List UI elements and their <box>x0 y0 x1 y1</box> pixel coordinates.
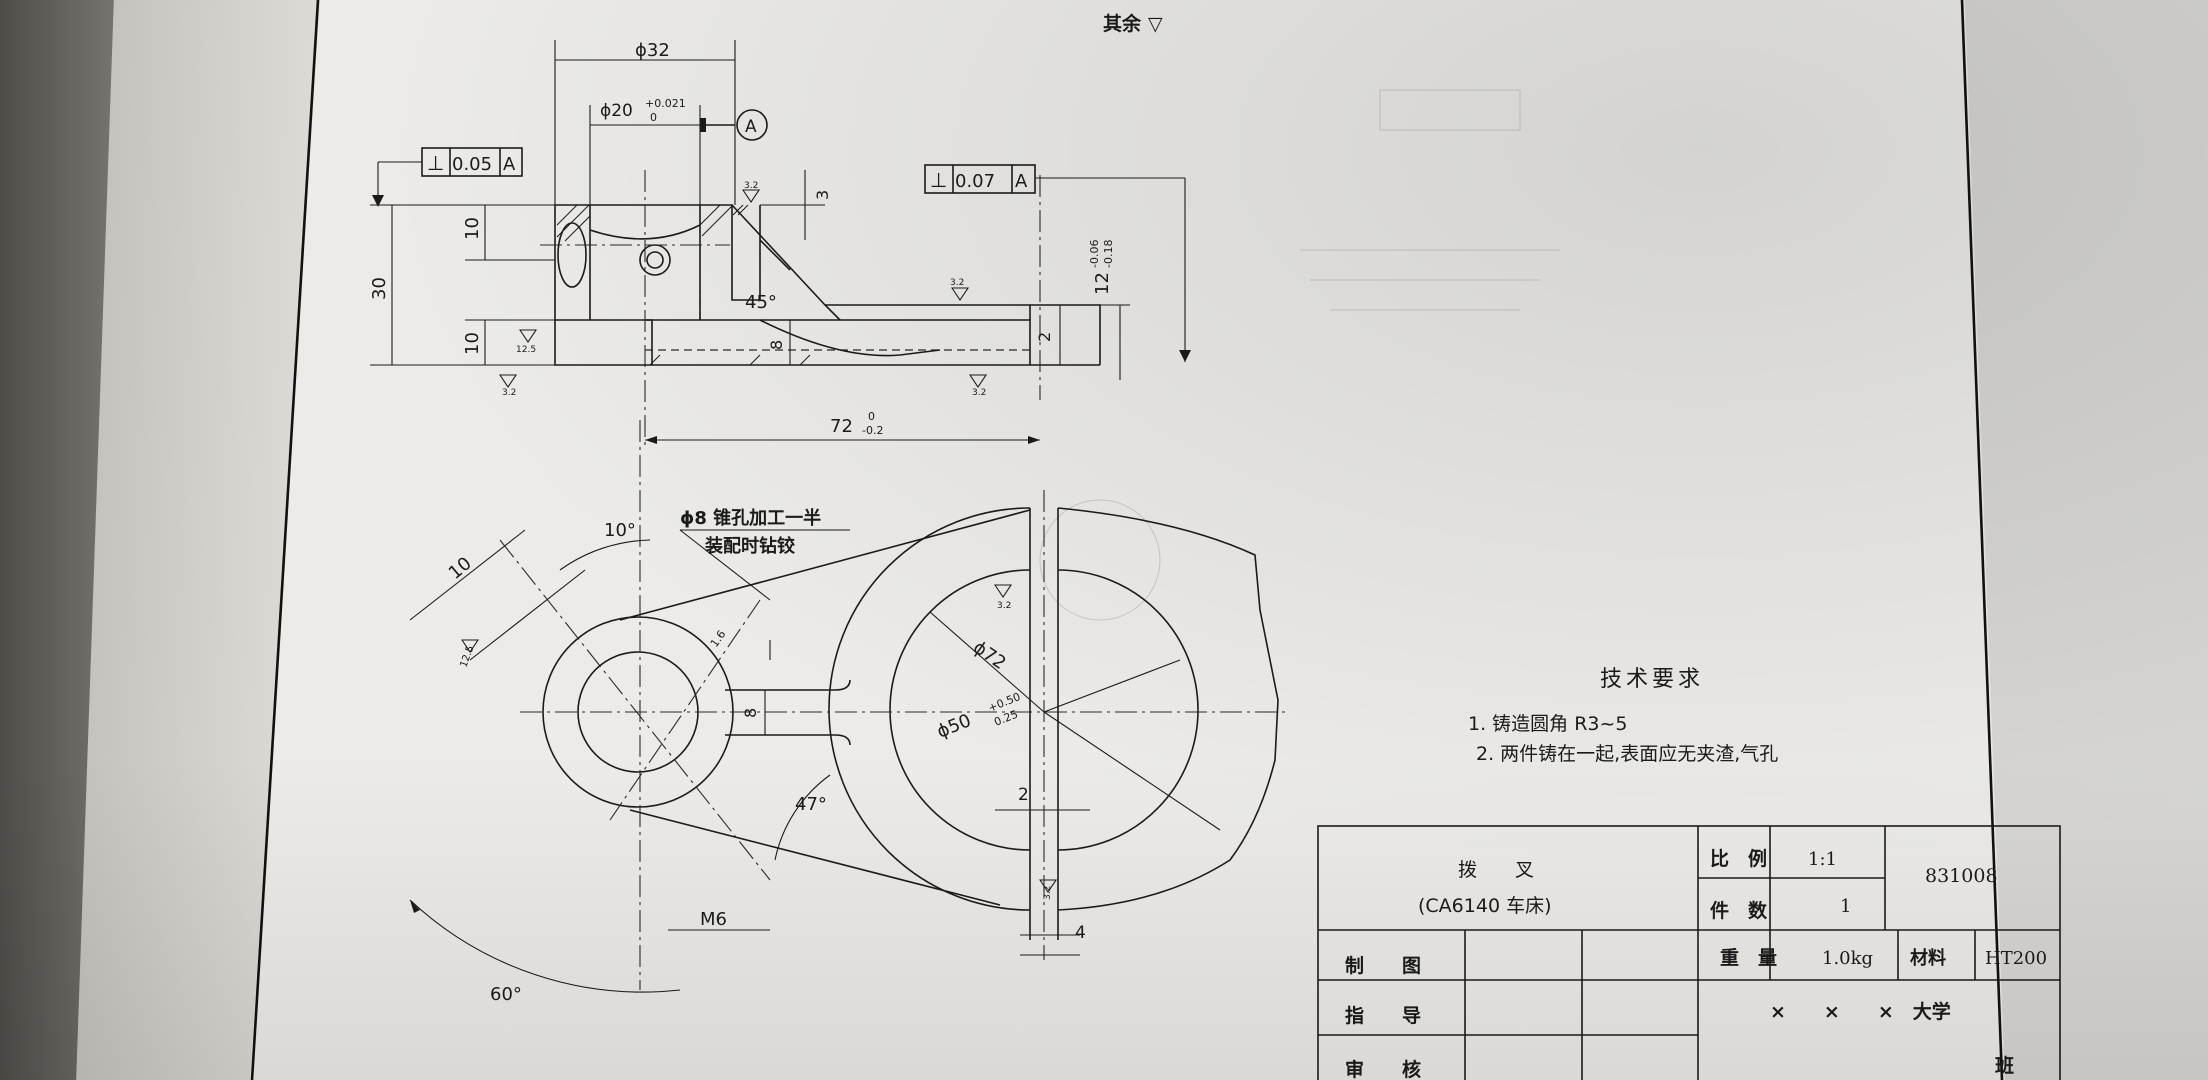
note-phi8-line2: 装配时钻铰 <box>705 535 795 557</box>
part-name: 拨 叉 <box>1458 859 1534 881</box>
dim-phi20: ϕ20 <box>600 101 633 121</box>
dim-m6: M6 <box>700 909 727 930</box>
show-through-marks <box>1039 89 1560 621</box>
tech-req-item-1: 1. 铸造圆角 R3~5 <box>1468 713 1628 735</box>
weight-value: 1.0kg <box>1822 948 1873 969</box>
dim-12-tol-lower: -0.18 <box>1102 240 1115 268</box>
large-ring-bore <box>889 569 1031 851</box>
paper-margin-right <box>1965 0 2208 1080</box>
scale-value: 1:1 <box>1808 849 1837 870</box>
roughness-note: 其余 <box>1103 12 1142 35</box>
svg-text:⊥: ⊥ <box>930 168 947 192</box>
dim-phi20-tol-upper: +0.021 <box>645 97 686 110</box>
dim-10-top: 10 <box>462 217 483 240</box>
dim-phi32: ϕ32 <box>635 40 670 61</box>
svg-text:⊥: ⊥ <box>427 151 444 175</box>
dim-72-tol-lower: -0.2 <box>862 424 883 437</box>
tech-req-title: 技术要求 <box>1600 667 1704 692</box>
rough-12.5-top: 12.5 <box>516 345 536 355</box>
dim-45deg: 45° <box>745 292 777 313</box>
title-block: 拨 叉 (CA6140 车床) 比 例 1:1 831008 件 数 1 重 量… <box>1317 825 2061 1080</box>
dim-10-bottom: 10 <box>462 332 483 355</box>
dim-8-top: 8 <box>767 340 786 350</box>
scale-label: 比 例 <box>1710 847 1767 870</box>
tech-req-item-2: 2. 两件铸在一起,表面应无夹渣,气孔 <box>1476 743 1778 765</box>
dim-8-front: 8 <box>741 708 760 718</box>
dim-12-tol-upper: -0.06 <box>1088 240 1101 268</box>
dim-2-front: 2 <box>1018 785 1029 805</box>
school-name: × × × 大学 <box>1770 1000 1951 1023</box>
sheet-border-left <box>250 0 320 1080</box>
class-label: 班 <box>1995 1054 2014 1077</box>
svg-text:0.07: 0.07 <box>955 171 995 192</box>
weight-label: 重 量 <box>1720 947 1777 969</box>
note-phi8-line1: ϕ8 锥孔加工一半 <box>680 507 821 529</box>
tech-requirements: 技术要求 1. 铸造圆角 R3~5 2. 两件铸在一起,表面应无夹渣,气孔 <box>1468 667 1778 765</box>
dim-47deg: 47° <box>795 794 827 815</box>
sheet-border-right <box>1960 0 2004 1080</box>
svg-text:A: A <box>503 154 516 175</box>
dim-72-tol-upper: 0 <box>868 410 875 423</box>
drawn-label: 制 图 <box>1345 954 1421 977</box>
material-label: 材料 <box>1910 947 1946 969</box>
check-label: 审 核 <box>1345 1058 1421 1080</box>
guide-label: 指 导 <box>1345 1005 1421 1027</box>
large-ring-outer <box>828 507 1031 911</box>
svg-text:A: A <box>1015 171 1028 192</box>
dim-10deg: 10° <box>604 520 636 541</box>
dim-12: 12 <box>1092 272 1113 295</box>
fcf-left: ⊥ 0.05 A <box>372 147 523 207</box>
roughness-symbol: ▽ <box>1148 13 1163 35</box>
dim-phi20-tol-lower: 0 <box>650 111 657 124</box>
qty-label: 件 数 <box>1710 899 1768 922</box>
dim-3: 3 <box>813 190 832 200</box>
rough-3.2-b: 3.2 <box>950 278 964 288</box>
rough-3.2-d: 3.2 <box>972 388 986 398</box>
rough-3.2-front-b: 3.2 <box>1043 886 1053 900</box>
datum-a: A <box>745 117 757 137</box>
dim-30: 30 <box>369 277 390 300</box>
rough-3.2-front-a: 3.2 <box>997 601 1011 611</box>
material-value: HT200 <box>1985 948 2047 969</box>
dim-2-top: 2 <box>1035 332 1054 342</box>
svg-text:0.05: 0.05 <box>452 154 492 175</box>
part-model: (CA6140 车床) <box>1418 895 1551 917</box>
top-view: 45° ϕ32 ϕ20 +0.021 0 A ⊥ 0.05 A <box>369 40 1191 450</box>
dim-60deg: 60° <box>490 984 522 1005</box>
dim-4: 4 <box>1075 923 1086 943</box>
rough-3.2-c: 3.2 <box>502 388 516 398</box>
fcf-right: ⊥ 0.07 A <box>924 164 1191 362</box>
rough-3.2-a: 3.2 <box>744 181 758 191</box>
qty-value: 1 <box>1840 896 1851 917</box>
large-ring-right <box>1057 507 1279 911</box>
paper <box>250 0 2005 1080</box>
drawing-number: 831008 <box>1925 865 1998 887</box>
dim-72: 72 <box>830 416 853 437</box>
